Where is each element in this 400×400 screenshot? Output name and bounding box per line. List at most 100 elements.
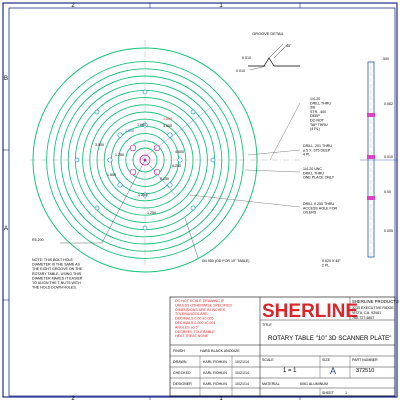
groove-ring xyxy=(96,111,194,209)
finish-label: FINISH xyxy=(173,349,185,353)
dim-12: 1.250 xyxy=(147,211,156,215)
groove-width: 0.010 xyxy=(242,56,251,60)
dim-6: 1.600 xyxy=(107,173,116,177)
zone-top-2: 2 xyxy=(71,3,75,9)
groove-ring xyxy=(82,97,208,223)
part-value: 372510 xyxy=(356,368,374,374)
company-phone: 760-727-5857 xyxy=(352,316,374,320)
dim-1: 1.500 xyxy=(163,117,172,121)
dim-7: 0.150 xyxy=(160,177,169,181)
side-dim-top: .500 xyxy=(382,57,389,61)
groove-rings xyxy=(32,47,258,273)
side-dim-mid: 0.062 xyxy=(384,102,393,106)
size-label: SIZE xyxy=(322,358,331,362)
bolt-hole xyxy=(117,182,123,188)
groove-ring xyxy=(125,140,165,180)
bolt-holes xyxy=(74,89,216,231)
drawn-name: KARL ROHLIN xyxy=(203,360,227,364)
dim-10: 3.500 xyxy=(163,124,172,128)
checked-label: CHECKED xyxy=(173,371,191,375)
zone-left-a: A xyxy=(4,226,8,232)
checked-date: 10/21/14 xyxy=(235,371,249,375)
bolt-hole xyxy=(167,182,173,188)
callout-chamfer: 0.020 X 45°2 PL xyxy=(322,259,341,267)
zone-left-b: B xyxy=(4,76,8,82)
sheet-label: SHEET xyxy=(322,391,335,395)
groove-ring xyxy=(53,68,237,252)
scale-value: 1 = 1 xyxy=(283,368,297,374)
zone-top-1: 1 xyxy=(219,3,223,9)
plate-top-view: 1.500 1.000 1.600 3.500 1.250 1.600 0.15… xyxy=(30,40,300,273)
sherline-logo: SHERLINE xyxy=(262,301,358,322)
bolt-hole xyxy=(167,132,173,138)
groove-detail-title: GROOVE DETAIL xyxy=(252,31,284,36)
groove-ring xyxy=(103,118,187,202)
counterbore-hole xyxy=(129,144,137,152)
side-feature-3 xyxy=(367,196,375,200)
company-city: VISTA, CA. 92081 xyxy=(352,311,381,315)
part-label: PART NUMBER xyxy=(352,358,378,362)
drawing-title: ROTARY TABLE "10" 3D SCANNER PLATE" xyxy=(268,335,392,342)
designer-date: 10/21/14 xyxy=(235,382,249,386)
groove-ring xyxy=(132,147,158,173)
groove-angle: 45° xyxy=(286,44,292,48)
company-address: 3235 EXECUTIVE RIDGE xyxy=(352,306,394,310)
side-feature-2 xyxy=(367,155,375,159)
groove-ring xyxy=(89,104,201,216)
groove-ring xyxy=(67,82,223,238)
designer-name: KARL ROHLIN xyxy=(203,382,227,386)
bolt-hole xyxy=(177,157,183,163)
bolt-hole xyxy=(142,225,148,231)
side-dim-r1: 0.010 xyxy=(384,155,393,159)
counterbore-hole xyxy=(129,168,137,176)
outer-radius: R5.200 xyxy=(32,238,44,242)
bolt-hole xyxy=(142,89,148,95)
scale-label: SCALE xyxy=(262,358,274,362)
bolt-hole xyxy=(190,205,196,211)
counterbore-hole xyxy=(153,144,161,152)
bolt-hole xyxy=(94,109,100,115)
bolt-hole xyxy=(142,192,148,198)
plate-outline xyxy=(32,47,258,273)
checked-name: KARL ROHLIN xyxy=(203,371,227,375)
groove-ring xyxy=(118,133,172,187)
bolt-hole xyxy=(190,109,196,115)
groove-diameter: Ø4.950 (OD FOR 10" TABLE) xyxy=(202,259,249,263)
side-dim-r2: 0.00 xyxy=(384,190,391,194)
material-label: MATERIAL xyxy=(262,382,280,386)
bolt-hole xyxy=(117,132,123,138)
designer-label: DESIGNER xyxy=(173,382,192,386)
side-feature-1 xyxy=(367,113,375,117)
dim-4: 3.500 xyxy=(95,143,104,147)
bolt-hole xyxy=(210,157,216,163)
sheet-value: 1 xyxy=(345,391,347,395)
groove-ring xyxy=(46,61,244,259)
dim-3: 1.600 xyxy=(137,123,146,127)
dim-9: 4.600 xyxy=(175,150,184,154)
dim-5: 1.250 xyxy=(115,153,124,157)
bolt-hole xyxy=(142,122,148,128)
size-value: A xyxy=(330,366,336,376)
groove-ring xyxy=(60,75,230,245)
groove-depth: 0.010 xyxy=(236,69,245,73)
bolt-hole xyxy=(107,157,113,163)
zone-bottom-2: 2 xyxy=(71,396,75,400)
side-dim-r3: 0.005 xyxy=(384,229,393,233)
dim-2: 1.000 xyxy=(125,129,134,133)
finish-value: HARD BLACK ANODIZE xyxy=(200,349,240,353)
zone-labels: 2 1 2 1 B A xyxy=(4,3,223,400)
groove-detail: GROOVE DETAIL 45° 0.010 0.010 xyxy=(236,31,300,73)
dim-8: 0.250 xyxy=(172,164,181,168)
title-label: TITLE xyxy=(262,323,272,327)
company-name: SHERLINE PRODUCTS xyxy=(352,299,399,304)
drawn-label: DRAWN xyxy=(173,360,187,364)
zone-bottom-1: 1 xyxy=(219,396,223,400)
